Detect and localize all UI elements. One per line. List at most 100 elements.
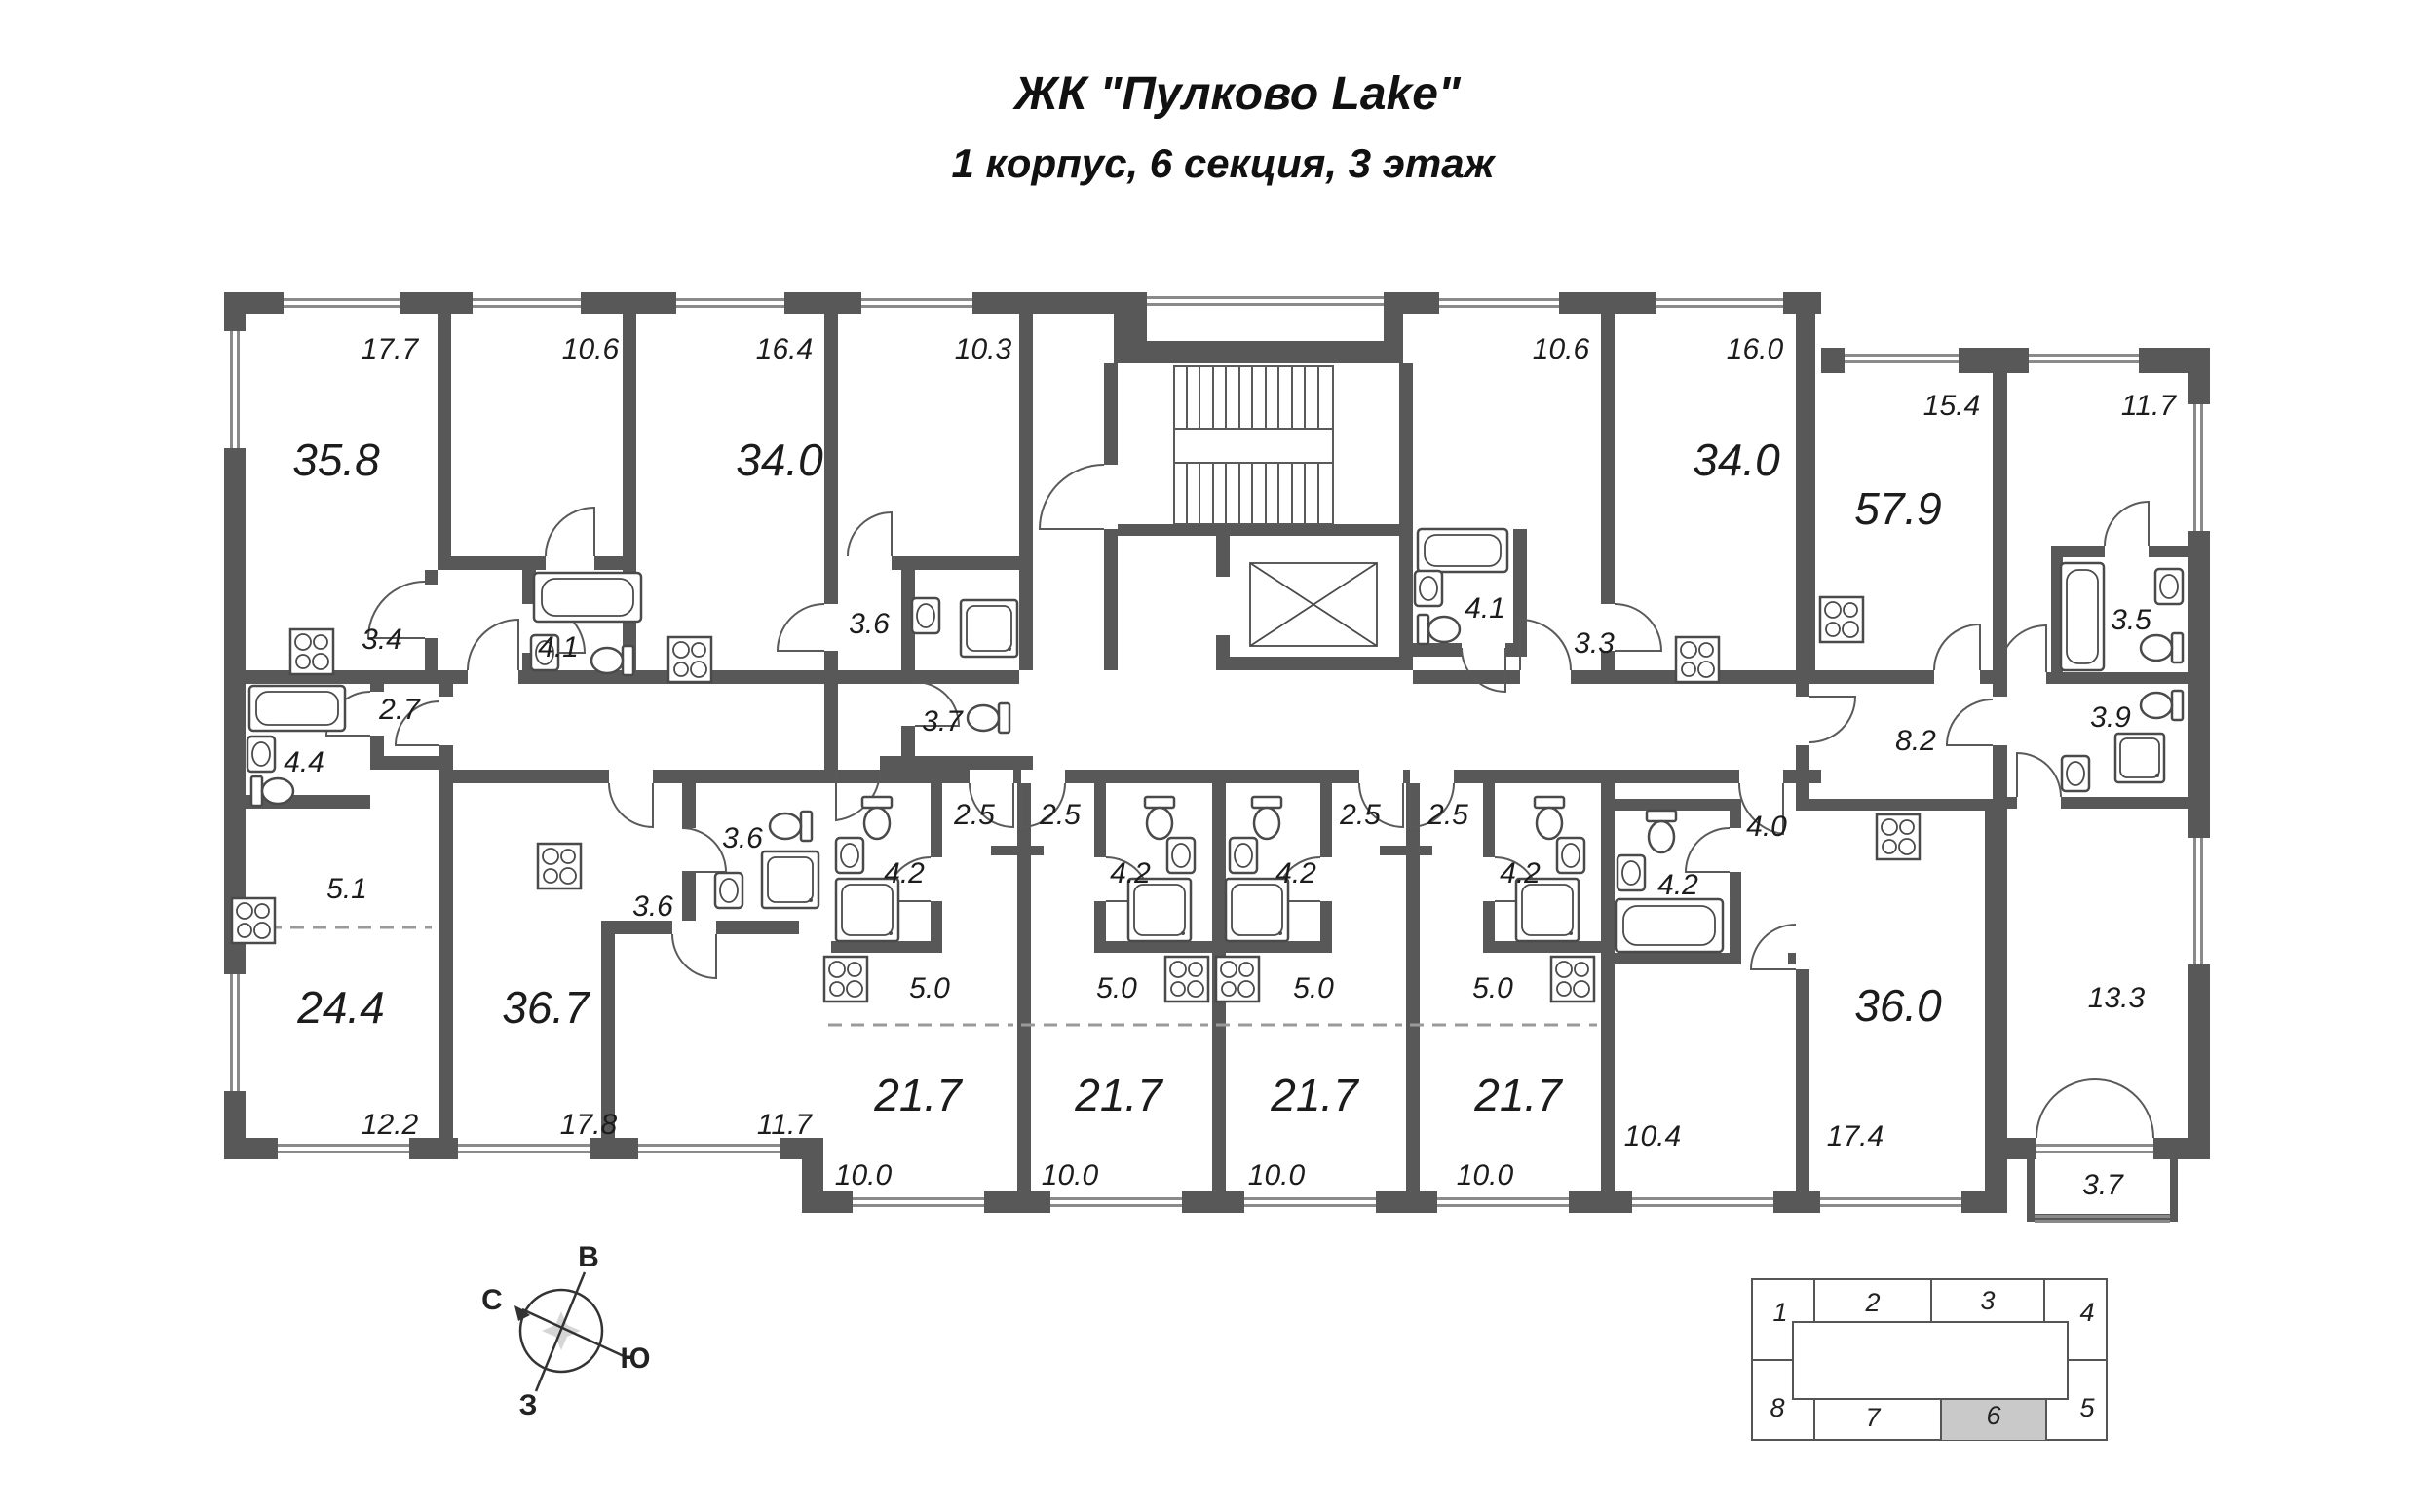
room-area-label: 3.3 [1574, 627, 1615, 660]
room-area-label: 4.2 [1275, 857, 1316, 889]
room-area-label: 11.7 [757, 1109, 813, 1141]
bathtub-icon [247, 684, 347, 733]
stove-icon [288, 627, 335, 676]
compass-south-label: Ю [621, 1342, 651, 1375]
room-area-label: 2.5 [953, 799, 995, 831]
apartment-total-label: 21.7 [1074, 1070, 1163, 1120]
sink-icon [1413, 569, 1444, 608]
compass-west-label: З [519, 1389, 538, 1421]
shower-icon [760, 850, 820, 910]
room-area-label: 4.2 [1657, 869, 1698, 901]
apartment-total-label: 35.8 [292, 435, 380, 485]
room-area-label: 4.0 [1746, 811, 1787, 843]
elevator-shaft [1249, 562, 1378, 647]
apartment-total-label: 57.9 [1854, 483, 1942, 534]
sink-icon [1228, 836, 1259, 875]
sink-icon [2060, 754, 2091, 793]
room-area-label: 2.5 [1427, 799, 1468, 831]
room-area-label: 4.2 [1110, 857, 1151, 889]
staircase [1173, 365, 1334, 525]
room-area-label: 3.7 [922, 705, 964, 737]
room-area-label: 3.6 [632, 890, 673, 923]
kitchen-zone-lines [246, 926, 1597, 1027]
room-area-label: 3.6 [849, 608, 890, 640]
apartment-total-label: 34.0 [736, 435, 823, 485]
plan-subtitle: 1 корпус, 6 секция, 3 этаж [951, 140, 1496, 186]
compass-arrow-icon [514, 1305, 530, 1321]
apartment-total-label: 21.7 [1270, 1070, 1359, 1120]
stove-icon [1818, 595, 1865, 644]
room-area-label: 11.7 [2121, 390, 2177, 422]
sink-icon [529, 633, 560, 672]
toilet-icon [1416, 613, 1462, 646]
room-area-label: 10.0 [835, 1159, 893, 1191]
sink-icon [1616, 853, 1647, 892]
apartment-total-label: 36.7 [502, 982, 590, 1033]
room-area-label: 2.5 [1339, 799, 1381, 831]
apartment-total-label: 21.7 [873, 1070, 963, 1120]
room-area-label: 17.7 [362, 333, 420, 365]
room-area-label: 10.0 [1248, 1159, 1306, 1191]
room-area-label: 12.2 [362, 1109, 419, 1141]
sink-icon [910, 596, 941, 635]
sink-icon [1555, 836, 1586, 875]
toilet-icon [1533, 795, 1566, 841]
toilet-icon [590, 644, 635, 677]
section-key-map: 1 2 3 4 5 6 7 8 [1751, 1278, 2108, 1441]
room-area-label: 2.7 [378, 694, 421, 726]
room-area-label: 4.2 [1500, 857, 1541, 889]
toilet-icon [966, 701, 1011, 735]
room-area-label: 3.9 [2090, 701, 2131, 734]
room-area-label: 10.0 [1042, 1159, 1099, 1191]
sink-icon [834, 836, 865, 875]
walls [224, 292, 2210, 1222]
toilet-icon [249, 775, 295, 808]
room-area-label: 15.4 [1923, 390, 1980, 422]
stove-icon [1674, 635, 1721, 684]
stove-icon [536, 842, 583, 890]
shower-icon [1224, 877, 1290, 943]
stove-icon [230, 896, 277, 945]
plan-title: ЖК "Пулково Lake" [1011, 68, 1462, 120]
keymap-courtyard [1792, 1321, 2069, 1400]
shower-icon [1514, 877, 1580, 943]
compass-rose: В С Ю З [481, 1241, 650, 1421]
toilet-icon [2139, 631, 2185, 664]
compass-north-label: С [481, 1284, 503, 1316]
apartment-total-label: 24.4 [296, 982, 385, 1033]
keymap-cell-label: 4 [2079, 1298, 2094, 1327]
room-area-label: 4.2 [884, 857, 925, 889]
bathtub-icon [1614, 897, 1725, 954]
room-area-label: 4.1 [1465, 592, 1505, 624]
room-area-label: 3.5 [2111, 604, 2151, 636]
room-area-label: 10.3 [955, 333, 1012, 365]
bathtub-icon [1416, 527, 1509, 574]
toilet-icon [1143, 795, 1176, 841]
room-area-label: 17.4 [1827, 1120, 1884, 1153]
stove-icon [1214, 955, 1261, 1003]
room-area-label: 3.6 [722, 822, 763, 854]
sink-icon [2153, 567, 2185, 606]
room-area-label: 5.0 [1472, 972, 1513, 1004]
sink-icon [713, 871, 744, 910]
toilet-icon [860, 795, 894, 841]
bathtub-icon [532, 571, 643, 624]
room-area-label: 17.8 [560, 1109, 618, 1141]
room-area-label: 4.4 [284, 746, 324, 778]
keymap-cell-label: 3 [1980, 1286, 1995, 1315]
bathtub-icon [2059, 561, 2106, 672]
keymap-cell-label: 2 [1864, 1288, 1880, 1317]
toilet-icon [1250, 795, 1283, 841]
room-area-label: 10.6 [1533, 333, 1590, 365]
room-area-label: 5.1 [326, 873, 367, 905]
room-area-label: 16.4 [756, 333, 813, 365]
room-area-label: 3.7 [2082, 1169, 2124, 1201]
toilet-icon [768, 810, 814, 843]
compass-east-label: В [578, 1241, 599, 1273]
sink-icon [246, 735, 277, 774]
keymap-cell-label: 1 [1772, 1298, 1787, 1327]
stove-icon [1163, 955, 1210, 1003]
stove-icon [666, 635, 713, 684]
shower-icon [1126, 877, 1193, 943]
